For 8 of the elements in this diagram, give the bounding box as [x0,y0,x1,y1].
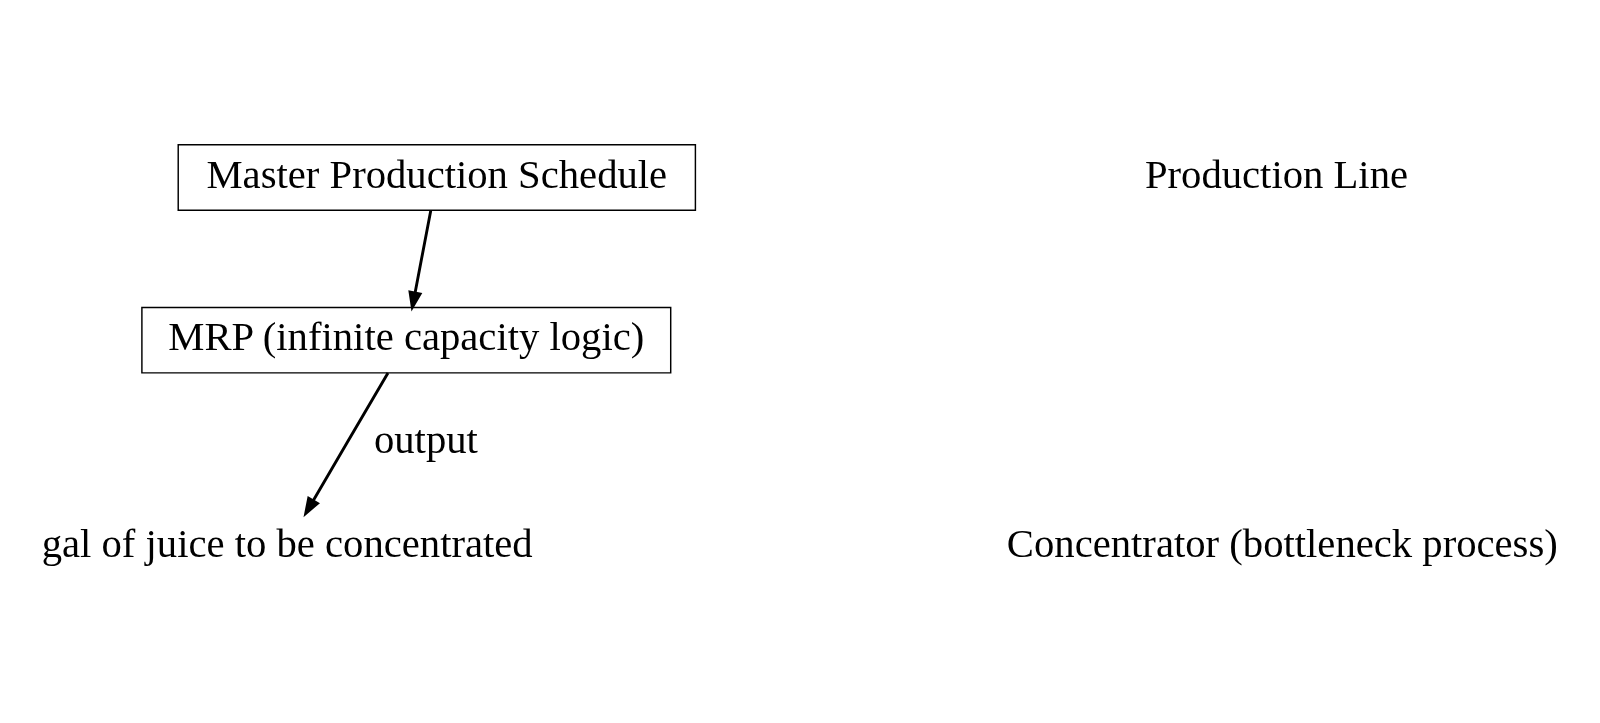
arrow [303,371,390,517]
node-text: gal of juice to be concentrated [41,520,533,566]
node-box: MRP (infinite capacity logic) [141,306,672,374]
label: Concentrator (bottleneck process) [1006,520,1558,566]
label: Production Line [1144,151,1409,197]
edge-label: output [373,416,478,462]
node-box: Master Production Schedule [177,143,697,211]
arrow [408,209,433,312]
